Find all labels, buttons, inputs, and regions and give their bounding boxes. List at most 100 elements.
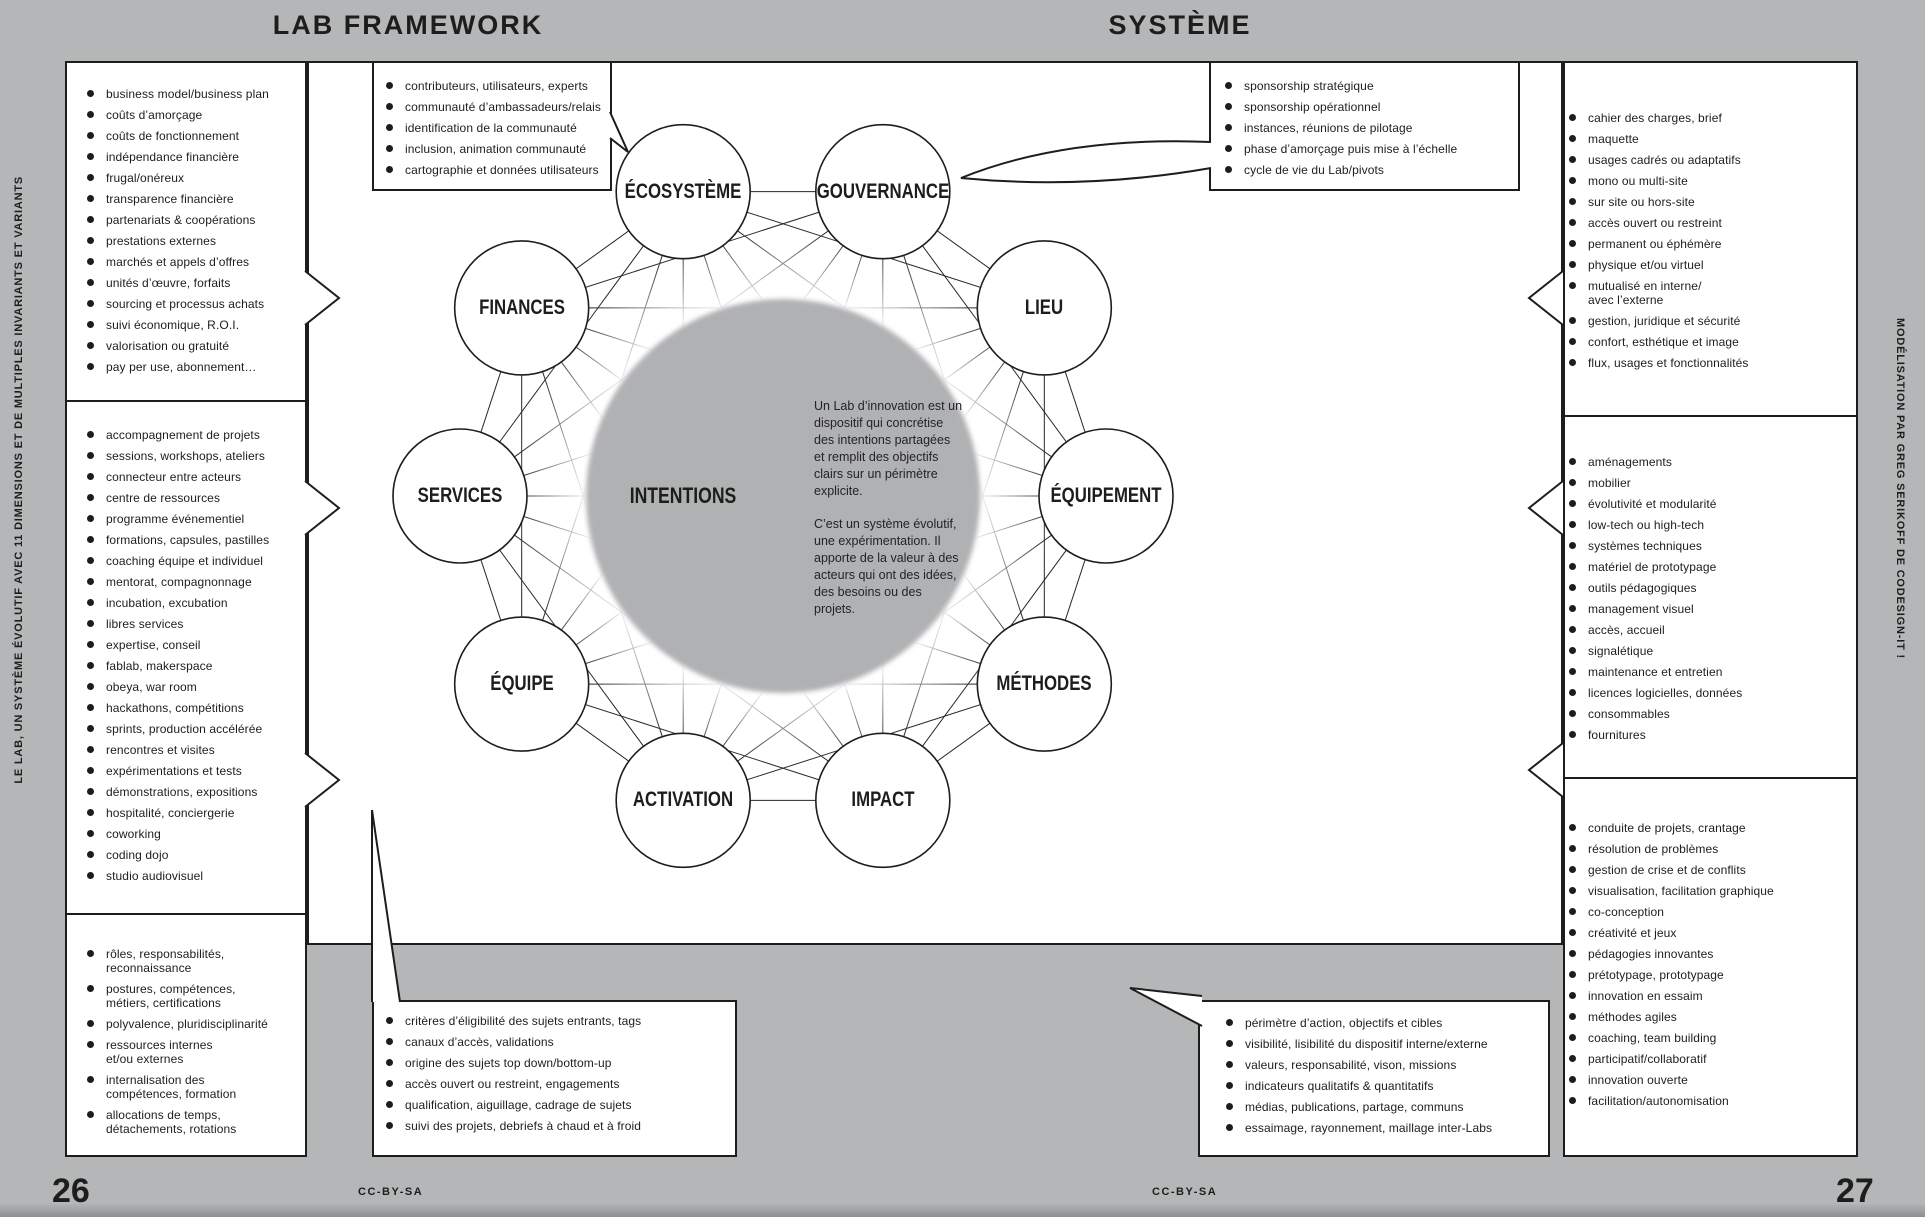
bullet-icon xyxy=(1569,500,1576,507)
list-item: phase d’amorçage puis mise à l’échelle xyxy=(1225,142,1512,156)
bullet-icon xyxy=(1226,1103,1233,1110)
dimension-label-equipement: ÉQUIPEMENT xyxy=(1050,484,1162,507)
list-item-label: canaux d’accès, validations xyxy=(405,1035,554,1049)
intentions-circle xyxy=(586,299,980,693)
bullet-icon xyxy=(1569,521,1576,528)
bullet-icon xyxy=(87,195,94,202)
list-item: studio audiovisuel xyxy=(87,869,297,883)
list-item: frugal/onéreux xyxy=(87,171,297,185)
list-item: sponsorship stratégique xyxy=(1225,79,1512,93)
bullet-icon xyxy=(1569,1076,1576,1083)
bullet-icon xyxy=(87,851,94,858)
list-item-label: maquette xyxy=(1588,132,1639,146)
methodes-callout-tail xyxy=(1527,742,1564,798)
lieu-callout-tail xyxy=(1527,270,1564,326)
list-item: évolutivité et modularité xyxy=(1569,497,1850,511)
bullet-icon xyxy=(87,1111,94,1118)
list-item: créativité et jeux xyxy=(1569,926,1850,940)
list-item-label: maintenance et entretien xyxy=(1588,665,1723,679)
list-item-label: sessions, workshops, ateliers xyxy=(106,449,265,463)
bullet-icon xyxy=(386,1017,393,1024)
bullet-icon xyxy=(87,258,94,265)
list-item-label: outils pédagogiques xyxy=(1588,581,1697,595)
list-item: maquette xyxy=(1569,132,1850,146)
list-item-label: management visuel xyxy=(1588,602,1694,616)
list-item: cartographie et données utilisateurs xyxy=(386,163,604,177)
list-item-label: cycle de vie du Lab/pivots xyxy=(1244,163,1385,177)
bullet-icon xyxy=(87,452,94,459)
list-item: expertise, conseil xyxy=(87,638,297,652)
list-item: visualisation, facilitation graphique xyxy=(1569,884,1850,898)
dimension-label-impact: IMPACT xyxy=(851,788,915,812)
list-item-label: indicateurs qualitatifs & quantitatifs xyxy=(1245,1079,1434,1093)
dimension-circles xyxy=(392,123,1174,869)
list-item: hospitalité, conciergerie xyxy=(87,806,297,820)
list-item: gestion de crise et de conflits xyxy=(1569,863,1850,877)
bullet-icon xyxy=(87,725,94,732)
list-item: aménagements xyxy=(1569,455,1850,469)
list-item: cahier des charges, brief xyxy=(1569,111,1850,125)
list-item-label: sponsorship stratégique xyxy=(1244,79,1374,93)
list-item-label: cahier des charges, brief xyxy=(1588,111,1722,125)
dimension-label-equipe: ÉQUIPE xyxy=(489,672,554,696)
divider xyxy=(1565,777,1856,779)
list-item: valeurs, responsabilité, vison, missions xyxy=(1226,1058,1542,1072)
list-item: sur site ou hors-site xyxy=(1569,195,1850,209)
list-item-label: obeya, war room xyxy=(106,680,197,694)
bullet-icon xyxy=(386,124,393,131)
list-item: rôles, responsabilités, reconnaissance xyxy=(87,947,297,975)
bullet-icon xyxy=(386,103,393,110)
list-item-label: cartographie et données utilisateurs xyxy=(405,163,599,177)
callout-tail xyxy=(304,752,341,808)
list-item: innovation ouverte xyxy=(1569,1073,1850,1087)
list-item-label: facilitation/autonomisation xyxy=(1588,1094,1729,1108)
list-item: pédagogies innovantes xyxy=(1569,947,1850,961)
divider xyxy=(67,400,305,402)
bullet-icon xyxy=(1569,710,1576,717)
bullet-icon xyxy=(87,300,94,307)
list-item: canaux d’accès, validations xyxy=(386,1035,729,1049)
list-item-label: créativité et jeux xyxy=(1588,926,1677,940)
license-label-left: CC-BY-SA xyxy=(358,1186,424,1198)
list-item: accès ouvert ou restreint, engagements xyxy=(386,1077,729,1091)
list-item-label: accès, accueil xyxy=(1588,623,1665,637)
bullet-icon xyxy=(1569,156,1576,163)
bullet-icon xyxy=(1569,668,1576,675)
list-item-label: valeurs, responsabilité, vison, missions xyxy=(1245,1058,1457,1072)
list-item: business model/business plan xyxy=(87,87,297,101)
list-item: systèmes techniques xyxy=(1569,539,1850,553)
list-item-label: licences logicielles, données xyxy=(1588,686,1743,700)
list-item-label: hospitalité, conciergerie xyxy=(106,806,235,820)
page-number-left: 26 xyxy=(52,1172,90,1210)
list-item: sponsorship opérationnel xyxy=(1225,100,1512,114)
list-item-label: mono ou multi-site xyxy=(1588,174,1688,188)
list-item: prestations externes xyxy=(87,234,297,248)
bullet-icon xyxy=(87,767,94,774)
list-item: pay per use, abonnement… xyxy=(87,360,297,374)
list-item: identification de la communauté xyxy=(386,121,604,135)
bullet-icon xyxy=(1225,124,1232,131)
list-item: licences logicielles, données xyxy=(1569,686,1850,700)
page-bottom-shadow xyxy=(0,1203,1925,1217)
bullet-icon xyxy=(1569,261,1576,268)
gouvernance-callout-tail xyxy=(960,140,1212,184)
list-item: marchés et appels d’offres xyxy=(87,255,297,269)
list-item-label: suivi des projets, debriefs à chaud et à… xyxy=(405,1119,642,1133)
list-item: expérimentations et tests xyxy=(87,764,297,778)
list-item: mobilier xyxy=(1569,476,1850,490)
list-item: indicateurs qualitatifs & quantitatifs xyxy=(1226,1079,1542,1093)
list-item: sourcing et processus achats xyxy=(87,297,297,311)
list-item-label: suivi économique, R.O.I. xyxy=(106,318,240,332)
bullet-icon xyxy=(1226,1019,1233,1026)
bullet-icon xyxy=(1569,563,1576,570)
services-callout-tail xyxy=(304,480,341,536)
list-item: participatif/collaboratif xyxy=(1569,1052,1850,1066)
list-item-label: expertise, conseil xyxy=(106,638,201,652)
bullet-icon xyxy=(87,321,94,328)
list-item-label: identification de la communauté xyxy=(405,121,577,135)
center-description: Un Lab d’innovation est un dispositif qu… xyxy=(814,398,964,634)
list-item-label: accès ouvert ou restreint, engagements xyxy=(405,1077,620,1091)
